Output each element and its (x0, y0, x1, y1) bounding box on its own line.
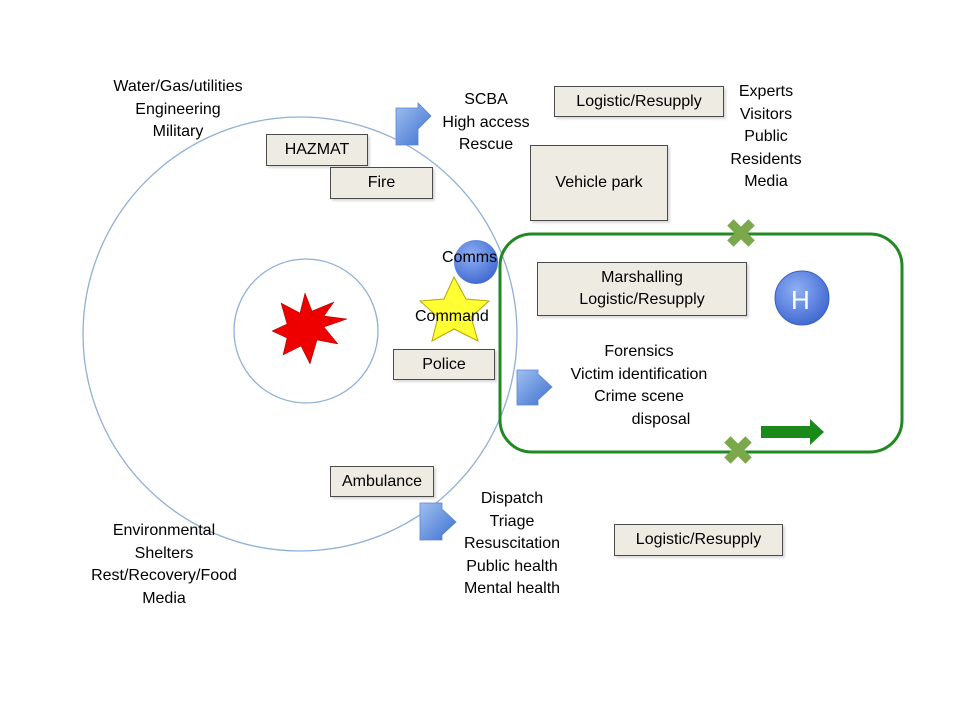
box-label: Ambulance (341, 472, 423, 490)
box-label: Logistic/Resupply (635, 531, 762, 548)
list-item: Rest/Recovery/Food (91, 567, 237, 584)
scba-link-arrow-icon (395, 102, 432, 146)
vehicle-park-box: Vehicle park (530, 145, 668, 221)
incident-starburst-icon (271, 292, 348, 365)
inner-cordon-ring (233, 258, 379, 404)
ambulance-box: Ambulance (330, 466, 434, 497)
safe-zone-boundary (498, 232, 904, 454)
scba-list: SCBA High access Rescue (430, 89, 542, 157)
list-item: disposal (631, 410, 691, 428)
list-item: Crime scene (594, 388, 684, 405)
list-item: Victim identification (570, 365, 708, 383)
list-item: Public health (466, 557, 558, 575)
utilities-list: Water/Gas/utilities Engineering Military (88, 76, 268, 144)
box-label: Fire (367, 174, 396, 191)
list-item: Public (744, 128, 788, 145)
box-label: Vehicle park (555, 174, 643, 191)
list-item: Shelters (134, 544, 194, 562)
comms-icon (454, 240, 498, 284)
command-star-icon (418, 275, 491, 342)
box-label: HAZMAT (284, 141, 350, 158)
comms-label: Comms (442, 249, 498, 266)
list-item: Media (142, 589, 186, 607)
box-label: Police (422, 355, 466, 373)
list-item: Visitors (739, 105, 793, 123)
medical-list: Dispatch Triage Resuscitation Public hea… (452, 488, 572, 601)
access-cross-icon (727, 219, 755, 247)
list-item: Environmental (112, 522, 216, 539)
helipad-icon (774, 270, 830, 326)
list-item: Triage (489, 512, 535, 530)
hazmat-box: HAZMAT (266, 134, 368, 166)
command-label: Command (415, 308, 489, 325)
logistic-resupply-top-box: Logistic/Resupply (554, 86, 724, 117)
list-item: Forensics (604, 343, 674, 360)
helipad-letter: H (791, 285, 810, 315)
list-item: Residents (730, 150, 802, 168)
list-item: Rescue (458, 136, 514, 153)
stakeholders-list: Experts Visitors Public Residents Media (716, 81, 816, 194)
list-item: Experts (738, 83, 794, 100)
list-item: SCBA (464, 91, 508, 108)
box-label: Marshalling (601, 269, 683, 286)
box-label: Logistic/Resupply (579, 291, 705, 308)
forensics-list: Forensics Victim identification Crime sc… (556, 341, 722, 431)
logistic-resupply-bottom-box: Logistic/Resupply (614, 524, 783, 556)
list-item: High access (442, 113, 530, 131)
fire-box: Fire (330, 167, 433, 199)
forensics-link-arrow-icon (516, 369, 553, 406)
list-item: Resuscitation (463, 535, 561, 552)
welfare-list: Environmental Shelters Rest/Recovery/Foo… (78, 520, 250, 610)
list-item: Media (744, 173, 788, 190)
list-item: Mental health (463, 580, 561, 597)
box-label: Logistic/Resupply (576, 92, 702, 110)
marshalling-box: Marshalling Logistic/Resupply (537, 262, 747, 316)
police-box: Police (393, 349, 495, 380)
outer-cordon-ring (82, 116, 518, 552)
list-item: Water/Gas/utilities (113, 78, 243, 95)
list-item: Military (152, 123, 204, 140)
list-item: Dispatch (480, 490, 544, 507)
medical-link-arrow-icon (419, 502, 457, 541)
exit-arrow-icon (761, 419, 824, 445)
list-item: Engineering (135, 100, 221, 118)
access-cross-icon (724, 436, 752, 464)
